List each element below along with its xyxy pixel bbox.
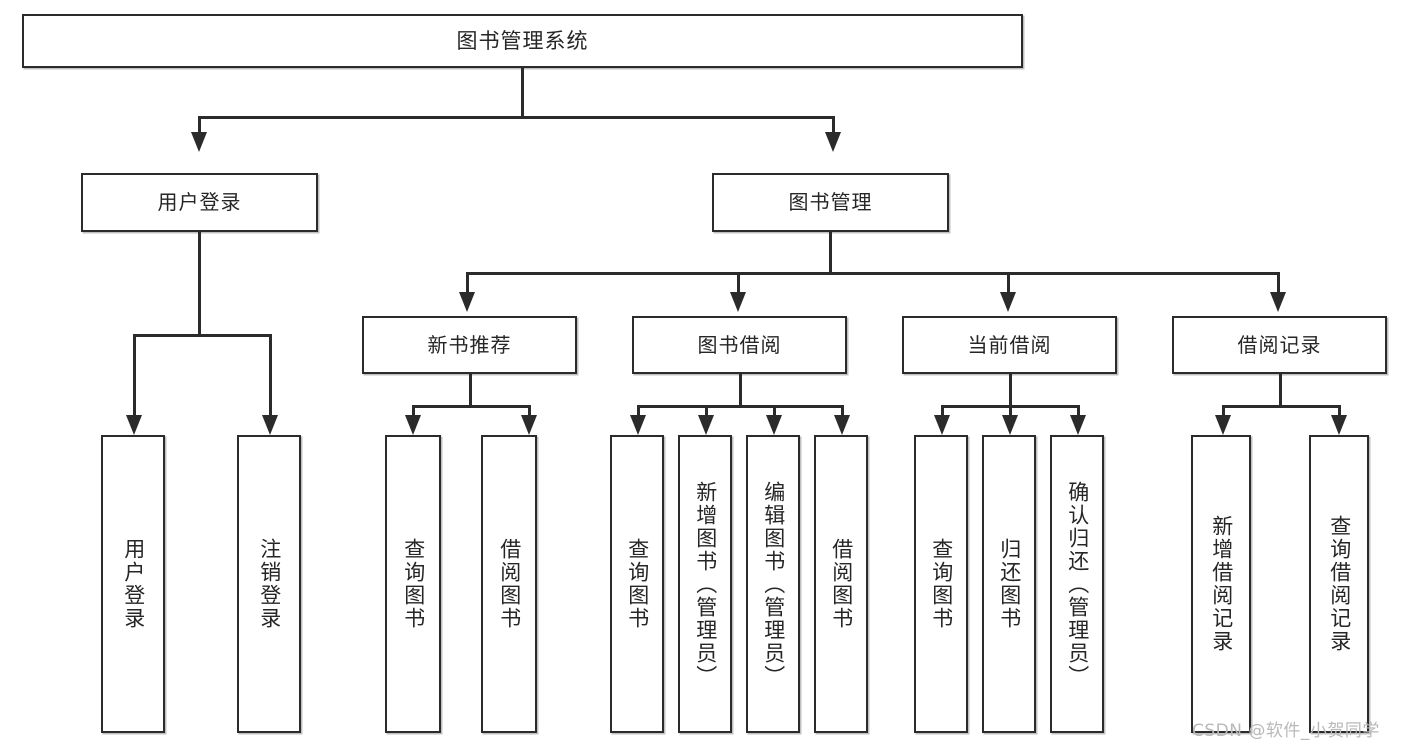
arrowhead-leaf-user-login bbox=[126, 415, 142, 435]
connector-user-login-drop-2 bbox=[269, 334, 272, 418]
connector-nbr-drop-2 bbox=[528, 405, 531, 418]
connector-bb-drop-4 bbox=[841, 405, 844, 418]
node-label: 查询借阅记录 bbox=[1327, 515, 1352, 653]
node-leaf-query-book-1[interactable]: 查询图书 bbox=[385, 435, 441, 733]
node-leaf-confirm-return[interactable]: 确认归还（管理员） bbox=[1050, 435, 1104, 733]
arrowhead-leaf-borrow-book-2 bbox=[834, 415, 850, 435]
arrowhead-to-book-management bbox=[825, 132, 841, 152]
connector-nbr-stem bbox=[469, 374, 472, 407]
node-user-login[interactable]: 用户登录 bbox=[81, 173, 318, 232]
connector-root-drop-left bbox=[198, 116, 201, 134]
connector-bb-bus bbox=[637, 405, 843, 408]
node-label: 归还图书 bbox=[997, 538, 1022, 630]
connector-root-drop-right bbox=[832, 116, 835, 134]
csdn-watermark: CSDN @软件_小贺同学 bbox=[1192, 721, 1380, 741]
arrowhead-leaf-query-book-3 bbox=[934, 415, 950, 435]
arrowhead-to-current-borrow bbox=[1000, 292, 1016, 312]
connector-book-management-stem bbox=[829, 232, 832, 274]
arrowhead-leaf-query-book-2 bbox=[630, 415, 646, 435]
node-leaf-user-logout[interactable]: 注销登录 bbox=[237, 435, 301, 733]
node-label: 编辑图书（管理员） bbox=[761, 480, 786, 688]
arrowhead-leaf-user-logout bbox=[262, 415, 278, 435]
node-new-book-recommend[interactable]: 新书推荐 bbox=[362, 316, 577, 374]
node-leaf-query-book-2[interactable]: 查询图书 bbox=[610, 435, 664, 733]
connector-bb-drop-2 bbox=[705, 405, 708, 418]
connector-bb-drop-3 bbox=[773, 405, 776, 418]
connector-cb-drop-3 bbox=[1077, 405, 1080, 418]
node-label: 图书借阅 bbox=[697, 332, 782, 357]
node-label: 图书管理 bbox=[788, 190, 873, 214]
arrowhead-to-book-borrow bbox=[730, 292, 746, 312]
connector-nbr-bus bbox=[412, 405, 530, 408]
arrowhead-to-user-login bbox=[191, 132, 207, 152]
connector-nbr-drop-1 bbox=[412, 405, 415, 418]
node-leaf-add-book[interactable]: 新增图书（管理员） bbox=[678, 435, 732, 733]
connector-bb-stem bbox=[739, 374, 742, 407]
arrowhead-to-new-book-recommend bbox=[459, 292, 475, 312]
arrowhead-leaf-confirm-return bbox=[1070, 415, 1086, 435]
arrowhead-leaf-query-book-1 bbox=[405, 415, 421, 435]
node-leaf-borrow-book-2[interactable]: 借阅图书 bbox=[814, 435, 868, 733]
connector-user-login-bus bbox=[133, 334, 271, 337]
node-borrow-record[interactable]: 借阅记录 bbox=[1172, 316, 1387, 374]
node-leaf-edit-book[interactable]: 编辑图书（管理员） bbox=[746, 435, 800, 733]
arrowhead-leaf-edit-book bbox=[766, 415, 782, 435]
node-label: 新增借阅记录 bbox=[1209, 515, 1234, 653]
node-label: 查询图书 bbox=[401, 538, 426, 630]
node-root-book-management-system[interactable]: 图书管理系统 bbox=[22, 14, 1023, 68]
arrowhead-leaf-add-record bbox=[1215, 415, 1231, 435]
connector-br-stem bbox=[1279, 374, 1282, 407]
arrowhead-leaf-borrow-book-1 bbox=[521, 415, 537, 435]
connector-bm-drop-3 bbox=[1007, 272, 1010, 294]
node-label: 借阅记录 bbox=[1237, 332, 1322, 357]
connector-user-login-drop-1 bbox=[133, 334, 136, 418]
node-label: 查询图书 bbox=[625, 538, 650, 630]
connector-user-login-stem bbox=[198, 232, 201, 336]
connector-br-bus bbox=[1222, 405, 1340, 408]
connector-cb-drop-2 bbox=[1009, 405, 1012, 418]
connector-book-management-bus bbox=[466, 272, 1280, 275]
node-label: 借阅图书 bbox=[829, 538, 854, 630]
node-label: 借阅图书 bbox=[497, 538, 522, 630]
connector-bm-drop-4 bbox=[1277, 272, 1280, 294]
arrowhead-leaf-query-record bbox=[1331, 415, 1347, 435]
node-current-borrow[interactable]: 当前借阅 bbox=[902, 316, 1117, 374]
node-label: 图书管理系统 bbox=[456, 28, 589, 53]
node-leaf-user-login[interactable]: 用户登录 bbox=[101, 435, 165, 733]
node-label: 用户登录 bbox=[157, 190, 242, 214]
connector-cb-drop-1 bbox=[941, 405, 944, 418]
node-label: 确认归还（管理员） bbox=[1065, 480, 1090, 688]
connector-bm-drop-1 bbox=[466, 272, 469, 294]
node-leaf-borrow-book-1[interactable]: 借阅图书 bbox=[481, 435, 537, 733]
arrowhead-leaf-return-book bbox=[1002, 415, 1018, 435]
node-label: 查询图书 bbox=[929, 538, 954, 630]
node-book-management[interactable]: 图书管理 bbox=[712, 173, 949, 232]
connector-br-drop-2 bbox=[1338, 405, 1341, 418]
connector-cb-stem bbox=[1009, 374, 1012, 407]
arrowhead-to-borrow-record bbox=[1270, 292, 1286, 312]
connector-br-drop-1 bbox=[1222, 405, 1225, 418]
node-label: 注销登录 bbox=[257, 538, 282, 630]
arrowhead-leaf-add-book bbox=[698, 415, 714, 435]
node-label: 新书推荐 bbox=[427, 332, 512, 357]
node-label: 新增图书（管理员） bbox=[693, 480, 718, 688]
node-leaf-add-record[interactable]: 新增借阅记录 bbox=[1191, 435, 1251, 733]
node-leaf-return-book[interactable]: 归还图书 bbox=[982, 435, 1036, 733]
connector-bb-drop-1 bbox=[637, 405, 640, 418]
node-book-borrow[interactable]: 图书借阅 bbox=[632, 316, 847, 374]
connector-bm-drop-2 bbox=[737, 272, 740, 294]
node-label: 用户登录 bbox=[121, 538, 146, 630]
node-leaf-query-record[interactable]: 查询借阅记录 bbox=[1309, 435, 1369, 733]
node-label: 当前借阅 bbox=[967, 332, 1052, 357]
node-leaf-query-book-3[interactable]: 查询图书 bbox=[914, 435, 968, 733]
connector-root-stem bbox=[521, 68, 524, 117]
connector-root-bus bbox=[198, 116, 834, 119]
